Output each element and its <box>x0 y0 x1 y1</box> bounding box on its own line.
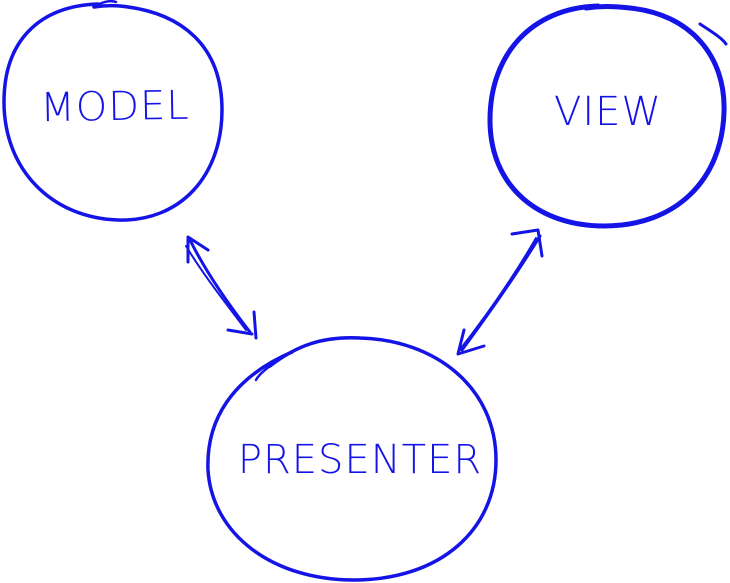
view-label: VIEW <box>554 89 662 135</box>
presenter-circle <box>206 336 498 582</box>
model-label: MODEL <box>40 83 190 132</box>
view-end-arrowhead <box>510 228 544 258</box>
view-presenter-shaft <box>460 234 542 352</box>
presenter-end-arrowhead-c <box>456 328 486 356</box>
presenter-node: PRESENTER <box>206 336 498 582</box>
model-presenter-arrow <box>185 235 258 340</box>
presenter-end-arrowhead-a <box>226 328 254 336</box>
model-presenter-shaft <box>188 238 252 334</box>
model-node: MODEL <box>2 0 224 222</box>
view-circle <box>487 3 727 229</box>
model-circle <box>2 2 224 222</box>
view-presenter-shaft-2 <box>457 237 537 353</box>
model-presenter-shaft-2 <box>185 245 247 331</box>
model-end-arrowhead <box>186 235 210 264</box>
view-presenter-arrow <box>456 228 544 356</box>
presenter-circle-overlap <box>254 364 272 382</box>
model-circle-overlap <box>92 0 118 9</box>
view-circle-overlap <box>698 22 728 46</box>
presenter-end-arrowhead-b <box>252 310 258 340</box>
view-node: VIEW <box>487 3 728 229</box>
presenter-label: PRESENTER <box>238 437 482 483</box>
